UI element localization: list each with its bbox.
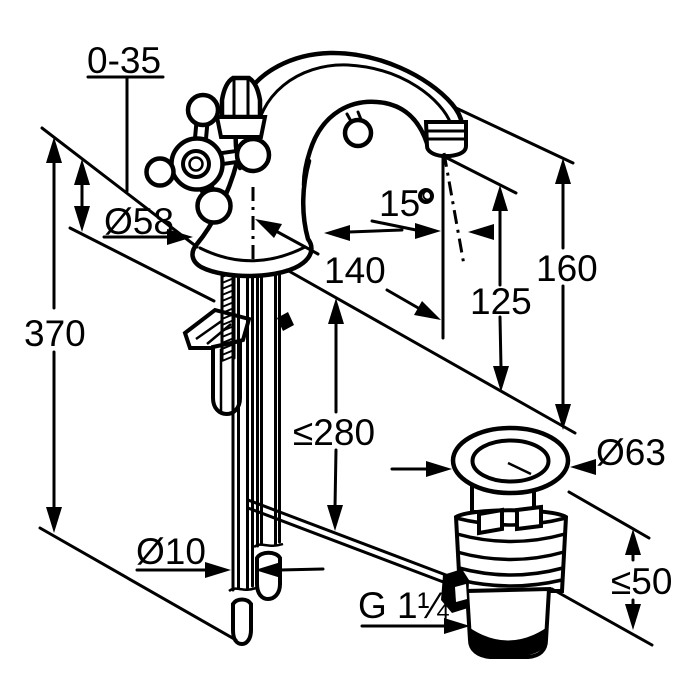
spout-fill xyxy=(235,52,463,183)
label-pipe-diameter: Ø10 xyxy=(136,531,206,572)
spout-highlight-line xyxy=(254,63,453,143)
spout-outlet-level-line xyxy=(445,156,518,195)
handle-hub-center xyxy=(188,156,204,172)
spout-axis-dashdot xyxy=(442,152,466,266)
label-drain-deck-max: ≤50 xyxy=(611,561,672,602)
drain-bottom-level-line xyxy=(550,587,654,647)
hex-cap xyxy=(219,75,263,120)
drain-flange-opening xyxy=(470,438,551,484)
dim-flange-diameter xyxy=(390,459,596,477)
deck-line-right xyxy=(285,268,577,435)
drain-flange-tick xyxy=(507,461,532,476)
label-handle-diameter: Ø58 xyxy=(104,201,174,242)
dim-drain-deck-max xyxy=(625,529,641,630)
tailpiece-bottom-band xyxy=(470,628,546,657)
dim-outlet-height xyxy=(492,185,509,392)
spout-ball xyxy=(342,117,374,149)
dim-pipe-diameter xyxy=(135,562,325,578)
handle-ball-right xyxy=(234,136,272,174)
handle-ball-left xyxy=(144,156,176,188)
pipe-end-level-line xyxy=(38,526,238,642)
mounting-nut-tab xyxy=(211,338,242,417)
deck-top-line-left xyxy=(40,126,199,249)
dim-spout-reach xyxy=(255,219,441,320)
pipe-break-symbol xyxy=(228,586,257,593)
drain-top-level-line xyxy=(567,490,651,540)
supply-pipe-right xyxy=(253,266,294,602)
hose-connector-nub xyxy=(277,312,294,331)
popup-rod-line xyxy=(246,498,448,585)
drain-assembly xyxy=(441,425,571,659)
label-flange-diameter: Ø63 xyxy=(596,432,666,473)
dim-handle-diameter xyxy=(102,225,404,245)
base-rim-arc xyxy=(198,245,307,263)
drain-seal-notch xyxy=(455,584,467,602)
drain-ring-bands xyxy=(455,516,567,588)
label-outlet-height: 125 xyxy=(470,281,532,322)
handle-hub-ring xyxy=(181,149,211,179)
deck-bottom-line-left xyxy=(68,226,216,303)
hex-cap-facets xyxy=(232,78,250,119)
dim-connection-length xyxy=(327,298,344,531)
label-thread-size: G 1¼ xyxy=(358,585,450,626)
cross-handle xyxy=(144,92,272,225)
overflow-slot-right xyxy=(515,504,543,532)
dim-thread-size xyxy=(360,618,470,634)
label-deck-thickness: 0-35 xyxy=(87,40,161,81)
washer-fork-lines xyxy=(195,318,232,345)
spout-top-level-line xyxy=(454,106,575,165)
label-connection-length: ≤280 xyxy=(293,412,375,453)
dim-total-height xyxy=(46,137,62,533)
reference-lines xyxy=(38,106,654,647)
drain-seal xyxy=(441,569,469,613)
hex-cap-collar xyxy=(214,115,268,139)
handle-ball-top xyxy=(185,92,221,128)
label-spout-reach: 140 xyxy=(324,250,386,291)
dim-spout-top-height xyxy=(555,158,571,430)
dim-spout-angle xyxy=(370,219,494,240)
pipe-break-symbol xyxy=(253,542,284,549)
faucet-body-outline xyxy=(190,158,314,279)
overflow-slot-left xyxy=(477,507,504,536)
pipe-lower-end xyxy=(231,597,253,647)
label-total-height: 370 xyxy=(24,313,86,354)
supply-pipe-left xyxy=(228,266,257,647)
label-spout-angle: 15° xyxy=(379,183,435,224)
label-spout-top-height: 160 xyxy=(536,248,598,289)
water-drop xyxy=(418,188,434,204)
dimension-lines xyxy=(46,75,641,634)
spout-inner-outline xyxy=(301,99,432,188)
aerator-lines xyxy=(425,129,467,141)
dimension-labels: 0-35 Ø58 370 15° 140 125 160 ≤280 Ø10 Ø6… xyxy=(24,40,672,626)
dim-deck-thickness xyxy=(74,75,165,232)
handle-ball-bottom xyxy=(195,187,233,225)
